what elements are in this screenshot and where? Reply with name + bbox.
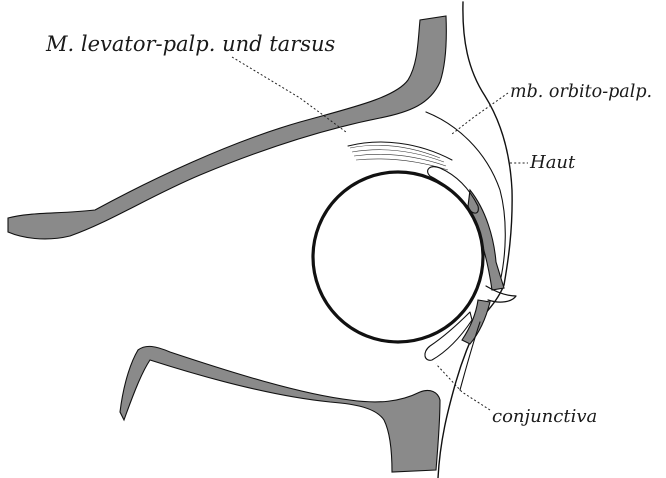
label-haut: Haut bbox=[529, 152, 576, 173]
label-conjunctiva: conjunctiva bbox=[492, 406, 597, 427]
levator-muscle bbox=[348, 142, 452, 170]
eyeball bbox=[313, 172, 483, 342]
label-orbito: mb. orbito-palp. bbox=[510, 82, 652, 102]
leader-conjunctiva bbox=[436, 364, 490, 410]
orbital-floor-bone bbox=[120, 346, 440, 472]
label-levator: M. levator-palp. und tarsus bbox=[45, 32, 336, 56]
